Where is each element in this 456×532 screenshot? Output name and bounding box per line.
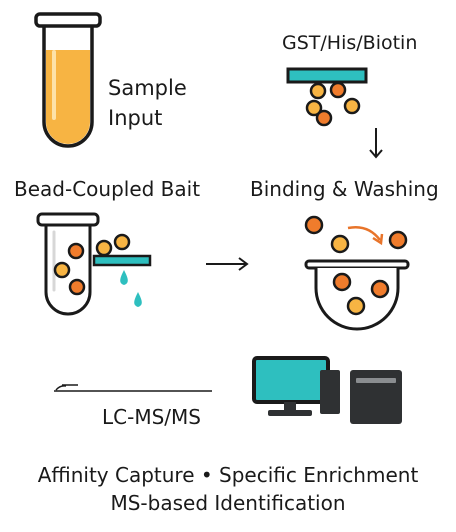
sample-label-line2: Input — [108, 106, 162, 130]
tags-label: GST/His/Biotin — [282, 32, 417, 54]
bead-coupled-label: Bead-Coupled Bait — [14, 177, 200, 201]
monitor-screen — [252, 356, 330, 404]
computer-icon — [252, 356, 402, 424]
bead-orange — [370, 279, 390, 299]
sample-label-line1: Sample — [108, 76, 187, 100]
binding-label: Binding & Washing — [250, 177, 439, 201]
bead-yellow — [343, 97, 361, 115]
bead-yellow — [305, 99, 323, 117]
footer-line2: MS-based Identification — [110, 491, 345, 515]
washing-bowl-icon — [304, 215, 410, 331]
bead-orange — [388, 230, 408, 250]
bead-yellow — [95, 239, 113, 257]
bead-orange — [332, 272, 352, 292]
bead-yellow — [346, 296, 366, 316]
bead-orange — [315, 109, 333, 127]
droplet-icon — [120, 270, 128, 285]
down-arrow-icon — [369, 128, 383, 159]
bead-orange — [329, 81, 347, 99]
bait-bar-icon — [92, 254, 152, 267]
bait-bar-icon — [286, 67, 368, 127]
tower-case — [350, 370, 402, 424]
right-arrow-icon — [206, 257, 249, 271]
bead-tube-icon — [36, 212, 152, 316]
bead-yellow — [53, 261, 71, 279]
lcms-label: LC-MS/MS — [102, 405, 201, 429]
bead-orange — [304, 215, 324, 235]
bead-yellow — [330, 234, 350, 254]
droplet-icon — [134, 292, 142, 307]
bead-yellow — [309, 82, 327, 100]
bead-orange — [68, 278, 86, 296]
bead-orange — [67, 242, 85, 260]
sample-tube-icon — [34, 12, 102, 148]
bead-yellow — [113, 233, 131, 251]
lcms-trace-icon — [54, 384, 212, 392]
footer-line1: Affinity Capture • Specific Enrichment — [38, 463, 419, 487]
